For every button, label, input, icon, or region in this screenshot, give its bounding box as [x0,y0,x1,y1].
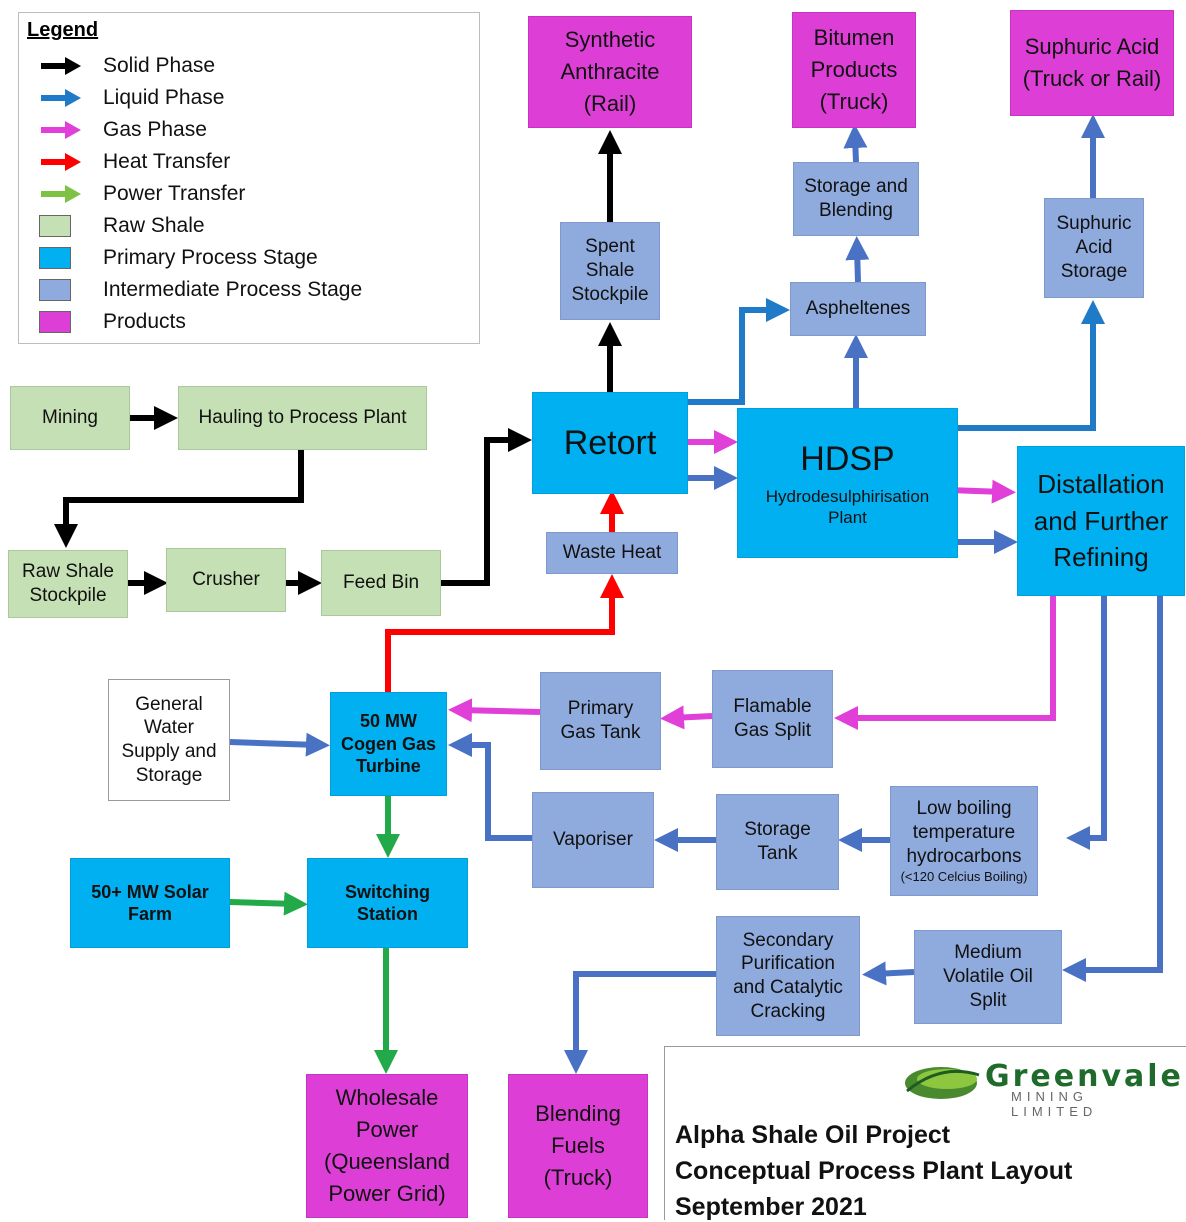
legend-arrow-icon [37,86,85,110]
arrow-secondary-blending [564,971,716,1074]
arrow-distillation-lowboiling [1066,596,1107,850]
legend-item: Heat Transfer [37,147,230,177]
legend-swatch [37,246,85,270]
legend-label: Products [103,310,186,333]
node-waste-heat: Waste Heat [546,532,678,574]
legend-label: Primary Process Stage [103,246,318,269]
legend-item: Power Transfer [37,179,245,209]
arrow-distillation-flamable [834,596,1056,730]
legend-label: Raw Shale [103,214,205,237]
node-vaporiser: Vaporiser [532,792,654,888]
legend-label: Intermediate Process Stage [103,278,363,301]
legend-arrow-icon [37,118,85,142]
legend-swatch [37,214,85,238]
arrow-distillation-medium [1062,596,1163,982]
node-hdsp: HDSP Hydrodesulphirisation Plant [737,408,958,558]
arrow-medium-secondary [862,961,915,986]
arrow-cogen-waste [385,574,624,692]
node-hauling: Hauling to Process Plant [178,386,427,450]
legend-label: Gas Phase [103,118,207,141]
legend-item: Products [37,307,186,337]
node-mining: Mining [10,386,130,450]
legend-item: Gas Phase [37,115,207,145]
arrow-hdsp-sulphuric-storage [958,300,1105,431]
logo-name: Greenvale [985,1059,1184,1094]
title-block: Greenvale MINING LIMITED Alpha Shale Oil… [664,1046,1186,1221]
legend-item: Raw Shale [37,211,205,241]
legend-item: Primary Process Stage [37,243,318,273]
node-crusher: Crusher [166,548,286,612]
legend-label: Solid Phase [103,54,216,77]
legend-label: Power Transfer [103,182,246,205]
date-label: September 2021 [675,1193,867,1221]
arrow-hauling-stockpile [54,450,304,548]
node-sulphuric-acid: Suphuric Acid(Truck or Rail) [1010,10,1174,116]
arrow-water-cogen [229,732,330,757]
legend-title: Legend [27,19,99,41]
node-aspheltenes: Aspheltenes [790,282,926,336]
arrow-storage-bitumen [843,124,868,163]
arrow-vaporiser-cogen [448,733,532,841]
arrow-aspheltenes-storage [845,236,870,283]
company-logo: Greenvale MINING LIMITED [901,1057,1181,1119]
arrow-feedbin-retort [441,428,532,586]
arrow-solar-switching [229,891,308,916]
legend-swatch [37,278,85,302]
legend-swatch [37,310,85,334]
logo-subtitle: MINING LIMITED [1011,1089,1098,1119]
legend-arrow-icon [37,182,85,206]
arrow-retort-aspheltenes [688,298,790,405]
node-feed-bin: Feed Bin [321,550,441,616]
legend-item: Intermediate Process Stage [37,275,362,305]
node-retort: Retort [532,392,688,494]
legend-label: Heat Transfer [103,150,231,173]
arrow-flamable-primary [660,705,713,730]
layout-title: Conceptual Process Plant Layout [675,1157,1073,1185]
legend-item: Solid Phase [37,51,215,81]
legend-label: Liquid Phase [103,86,225,109]
legend-item: Liquid Phase [37,83,224,113]
legend-arrow-icon [37,150,85,174]
arrow-primary-cogen [448,698,541,723]
leaf-icon [905,1067,980,1099]
legend-arrow-icon [37,54,85,78]
project-title: Alpha Shale Oil Project [675,1121,951,1149]
